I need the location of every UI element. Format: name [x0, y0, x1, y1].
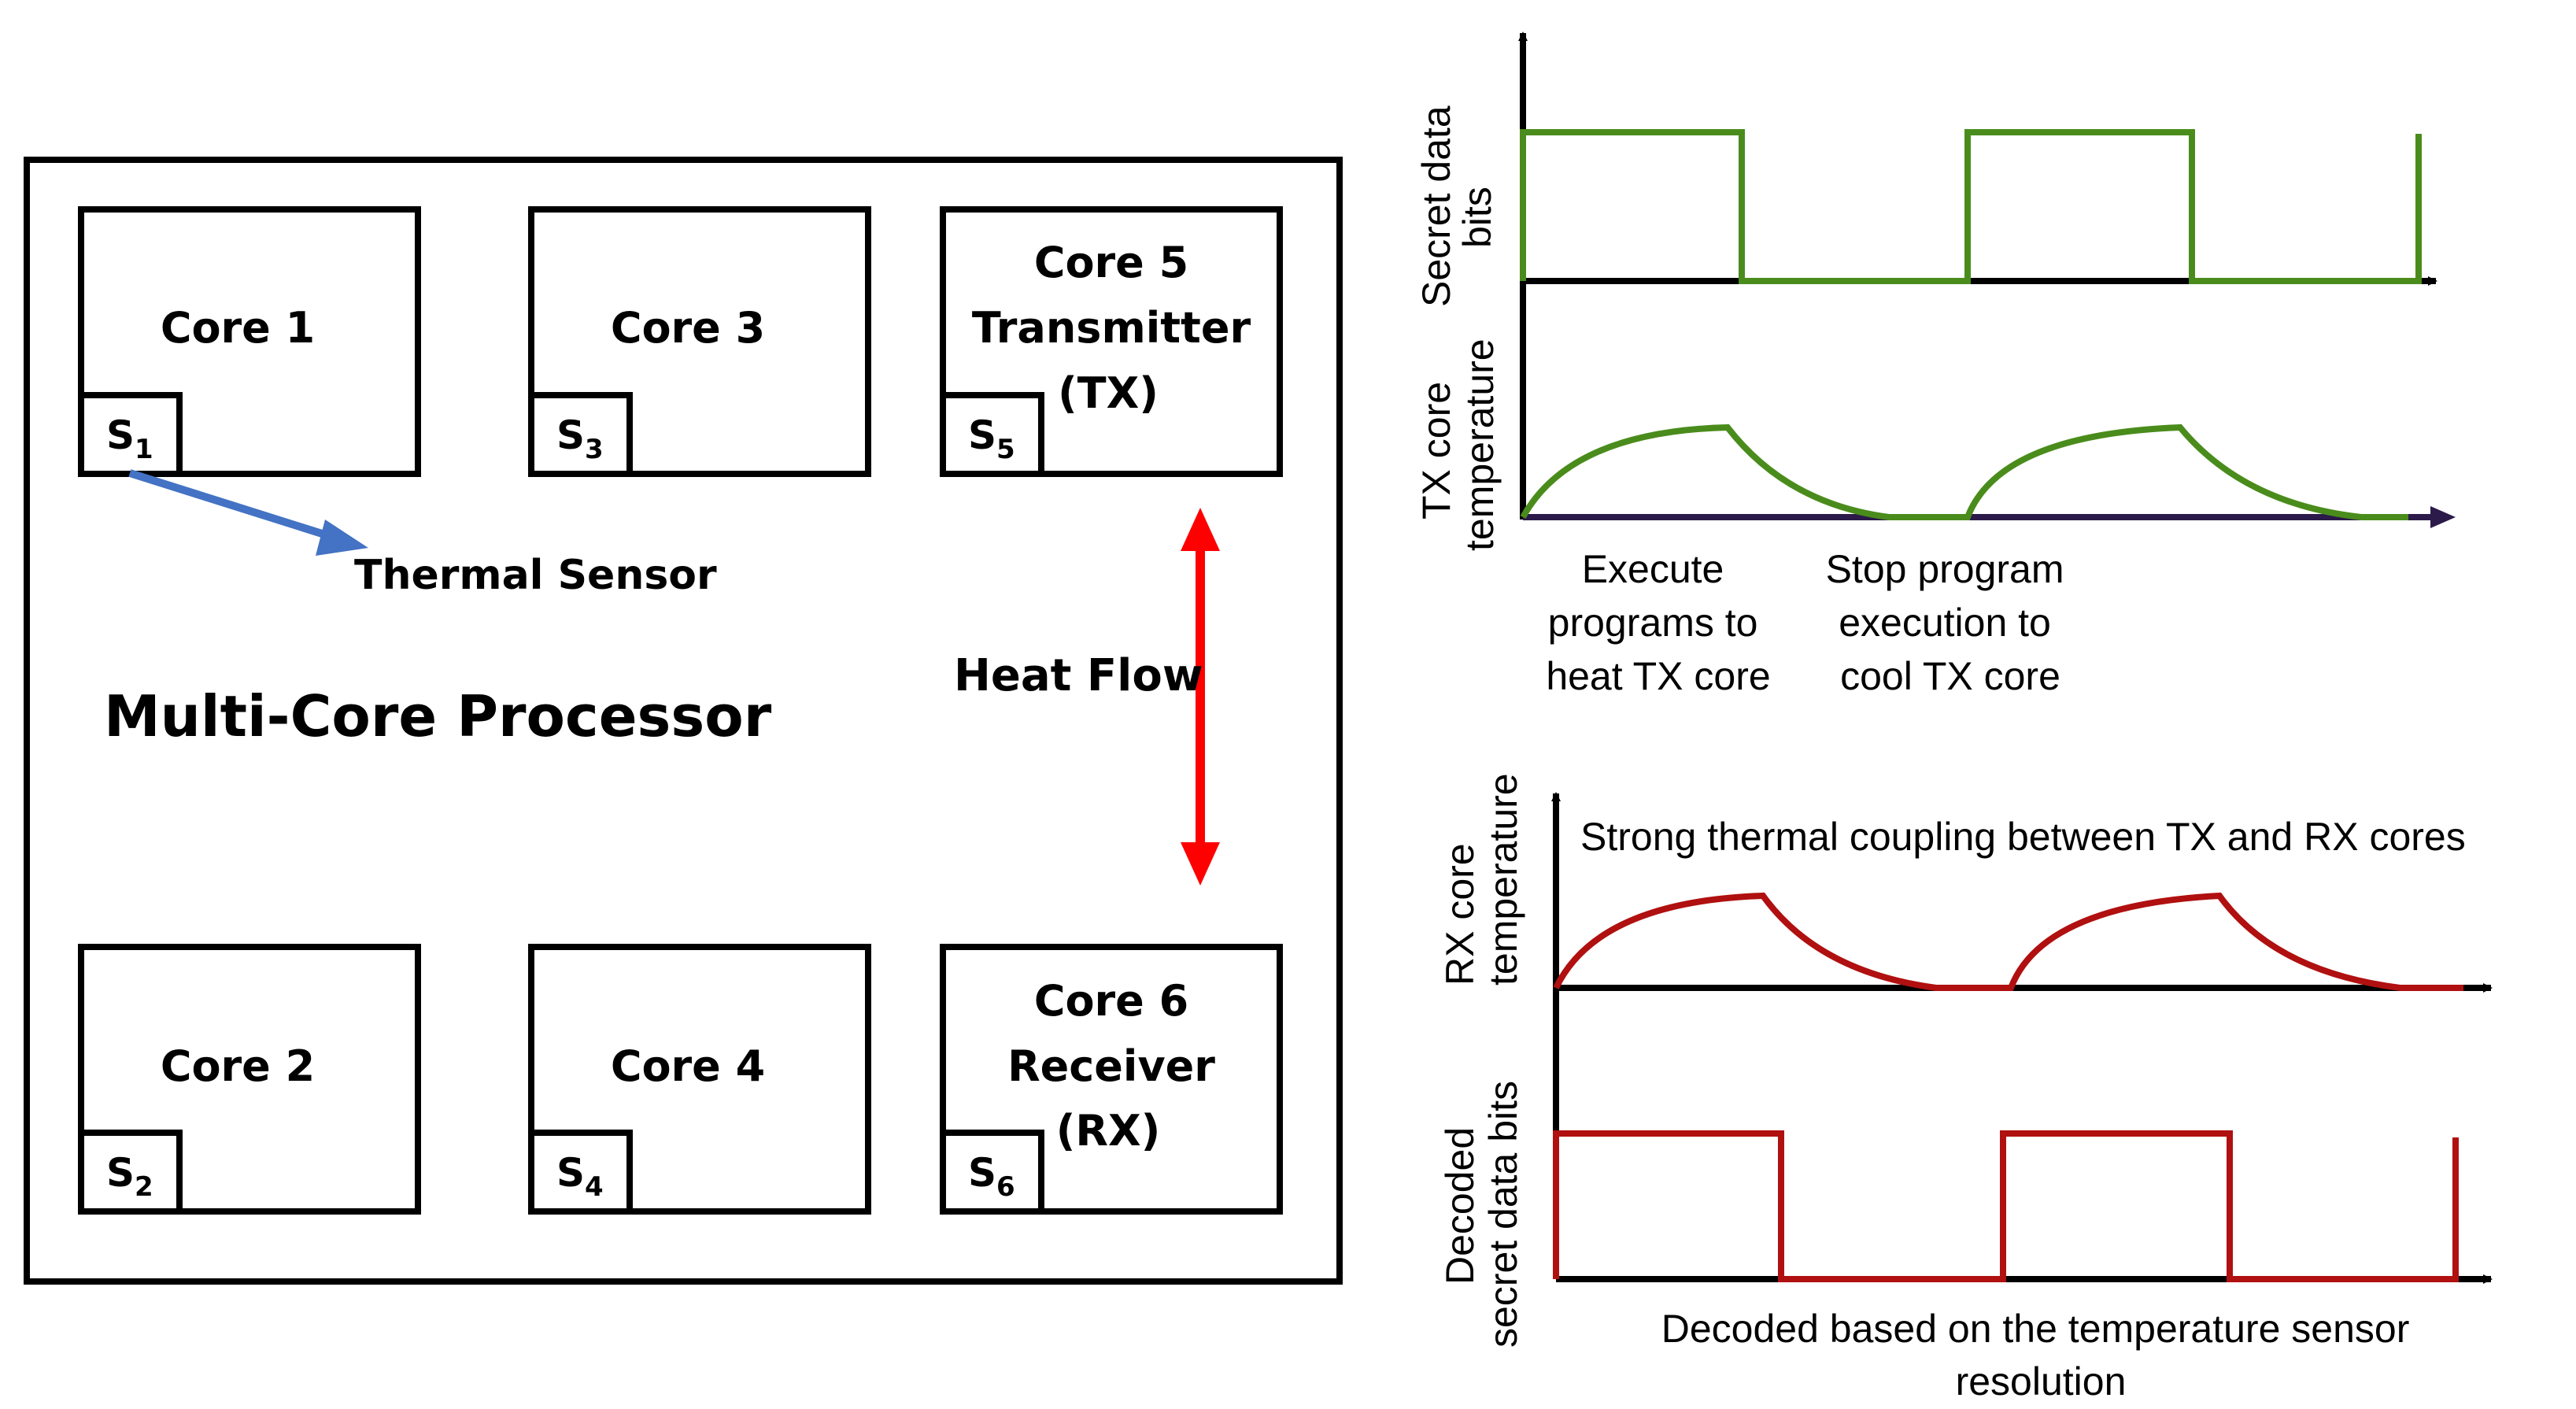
sensor-box — [528, 1130, 633, 1215]
rx-temperature-curve — [1553, 892, 2463, 991]
tx-temperature-ylabel: TX core temperature — [1414, 338, 1502, 551]
sensor-label: S2 — [106, 1150, 153, 1203]
core-label-line: Core 5 — [1034, 238, 1188, 287]
tx-temp-axis-arrowhead — [2430, 506, 2456, 528]
tx-plot: Secret data bits TX core temperature Exe… — [1414, 31, 2456, 698]
sensor-label: S3 — [556, 412, 604, 465]
rx-temperature-ylabel: RX core temperature — [1438, 773, 1525, 986]
core-6-block: S6 Core 6 Receiver (RX) — [940, 944, 1283, 1215]
core-box — [78, 206, 421, 477]
core-box — [940, 944, 1283, 1215]
heat-flow-label: Heat Flow — [954, 650, 1203, 701]
core-box — [940, 206, 1283, 477]
tx-temperature-curve — [1520, 423, 2408, 520]
tx-secret-bits-waveform — [1520, 129, 2422, 284]
core-5-block: S4 Core 4 — [528, 944, 871, 1215]
rx-decoded-note: Decoded based on the temperature sensor … — [1661, 1307, 2421, 1403]
tx-heat-annotation: Execute programs to heat TX core — [1546, 547, 1770, 698]
core-label-line: (RX) — [1056, 1106, 1161, 1156]
rx-plot: RX core temperature Strong thermal coupl… — [1438, 773, 2493, 1403]
rx-decoded-ylabel: Decoded secret data bits — [1438, 1081, 1525, 1348]
sensor-label: S1 — [106, 412, 153, 465]
rx-coupling-note: Strong thermal coupling between TX and R… — [1580, 815, 2466, 859]
core-4-block: S2 Core 2 — [78, 944, 421, 1215]
core-label-line: Core 4 — [611, 1041, 765, 1091]
core-label-line: Core 6 — [1034, 976, 1188, 1026]
tx-cool-annotation: Stop program execution to cool TX core — [1826, 547, 2075, 698]
sensor-label: S6 — [968, 1150, 1015, 1203]
heat-flow-arrow — [1181, 508, 1220, 886]
core-label-line: Core 1 — [161, 303, 315, 353]
tx-secret-bits-ylabel: Secret data bits — [1414, 94, 1499, 307]
processor-title: Multi-Core Processor — [104, 683, 772, 749]
core-box — [528, 944, 871, 1215]
core-1-block: S1 Core 1 — [78, 206, 421, 477]
core-3-block: S5 Core 5 Transmitter (TX) — [940, 206, 1283, 477]
sensor-box — [528, 392, 633, 477]
sensor-box — [940, 392, 1044, 477]
thermal-sensor-arrow-shaft — [128, 469, 336, 542]
core-label-line: (TX) — [1058, 368, 1159, 418]
sensor-label: S5 — [968, 412, 1015, 465]
core-box — [78, 944, 421, 1215]
core-label-line: Receiver — [1007, 1041, 1215, 1091]
processor-outline — [24, 157, 1343, 1285]
thermal-sensor-pointer — [128, 469, 368, 556]
core-label-line: Core 2 — [161, 1041, 315, 1091]
core-2-block: S3 Core 3 — [528, 206, 871, 477]
core-box — [528, 206, 871, 477]
core-label-line: Transmitter — [972, 303, 1251, 353]
core-label-line: Core 3 — [611, 303, 765, 353]
rx-decoded-bits-waveform — [1553, 1130, 2459, 1282]
thermal-sensor-arrow-head — [316, 520, 368, 556]
sensor-label: S4 — [556, 1150, 604, 1203]
thermal-sensor-label: Thermal Sensor — [354, 552, 717, 599]
sensor-box — [78, 1130, 183, 1215]
sensor-box — [940, 1130, 1044, 1215]
